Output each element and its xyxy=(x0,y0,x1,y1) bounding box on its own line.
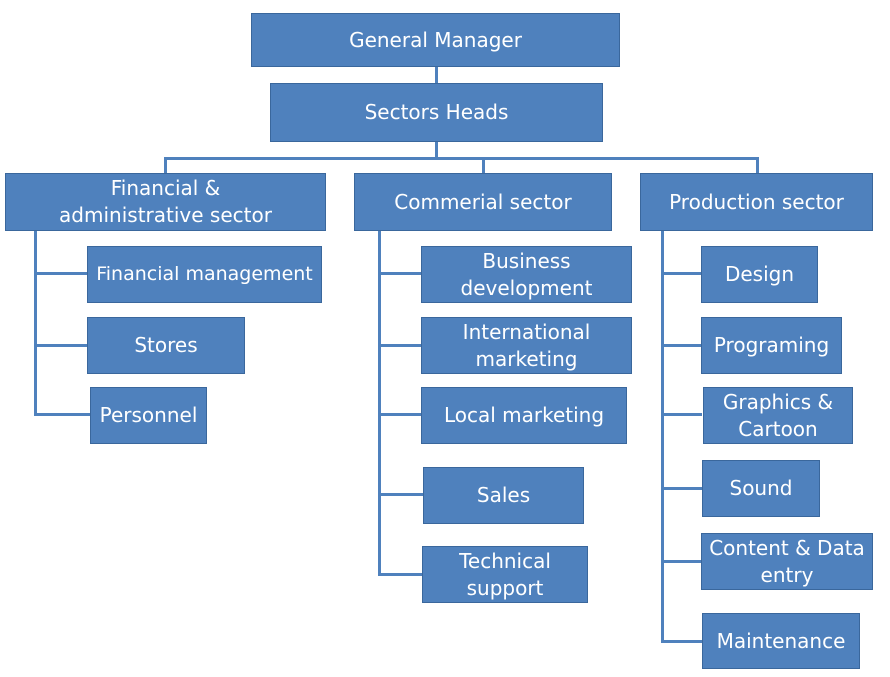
connector-local-marketing xyxy=(378,413,422,416)
connector-financial-trunk xyxy=(34,231,37,415)
stores-box: Stores xyxy=(87,317,245,374)
connector-content-data-entry xyxy=(661,560,702,563)
commercial-sector-box: Commerial sector xyxy=(354,173,612,231)
business-development-box: Business development xyxy=(421,246,632,303)
connector-maintenance xyxy=(661,640,703,643)
connector-sound xyxy=(661,487,703,490)
connector-production-trunk xyxy=(661,231,664,642)
sound-box: Sound xyxy=(702,460,820,517)
connector-sectors-bus xyxy=(164,157,759,160)
connector-heads-down xyxy=(435,141,438,159)
sectors-heads-box: Sectors Heads xyxy=(270,83,603,142)
connector-graphics-cartoon xyxy=(661,413,702,416)
technical-support-box: Technical support xyxy=(422,546,588,603)
connector-gm-to-heads xyxy=(435,66,438,84)
connector-personnel xyxy=(34,413,91,416)
connector-business-development xyxy=(378,272,422,275)
sales-box: Sales xyxy=(423,467,584,524)
production-sector-box: Production sector xyxy=(640,173,873,231)
personnel-box: Personnel xyxy=(90,387,207,444)
connector-international-marketing xyxy=(378,344,422,347)
local-marketing-box: Local marketing xyxy=(421,387,627,444)
international-marketing-box: International marketing xyxy=(421,317,632,374)
connector-sales xyxy=(378,493,424,496)
connector-to-financial-sector xyxy=(164,157,167,174)
programing-box: Programing xyxy=(701,317,842,374)
connector-stores xyxy=(34,344,88,347)
design-box: Design xyxy=(701,246,818,303)
connector-design xyxy=(661,272,702,275)
connector-programing xyxy=(661,344,702,347)
connector-technical-support xyxy=(378,573,423,576)
connector-commercial-trunk xyxy=(378,231,381,576)
connector-financial-management xyxy=(34,272,88,275)
graphics-cartoon-box: Graphics & Cartoon xyxy=(703,387,853,444)
financial-sector-box: Financial & administrative sector xyxy=(5,173,326,231)
connector-to-commercial-sector xyxy=(482,157,485,174)
maintenance-box: Maintenance xyxy=(702,613,860,669)
connector-to-production-sector xyxy=(756,157,759,174)
content-data-entry-box: Content & Data entry xyxy=(701,533,873,590)
general-manager-box: General Manager xyxy=(251,13,620,67)
financial-management-box: Financial management xyxy=(87,246,322,303)
